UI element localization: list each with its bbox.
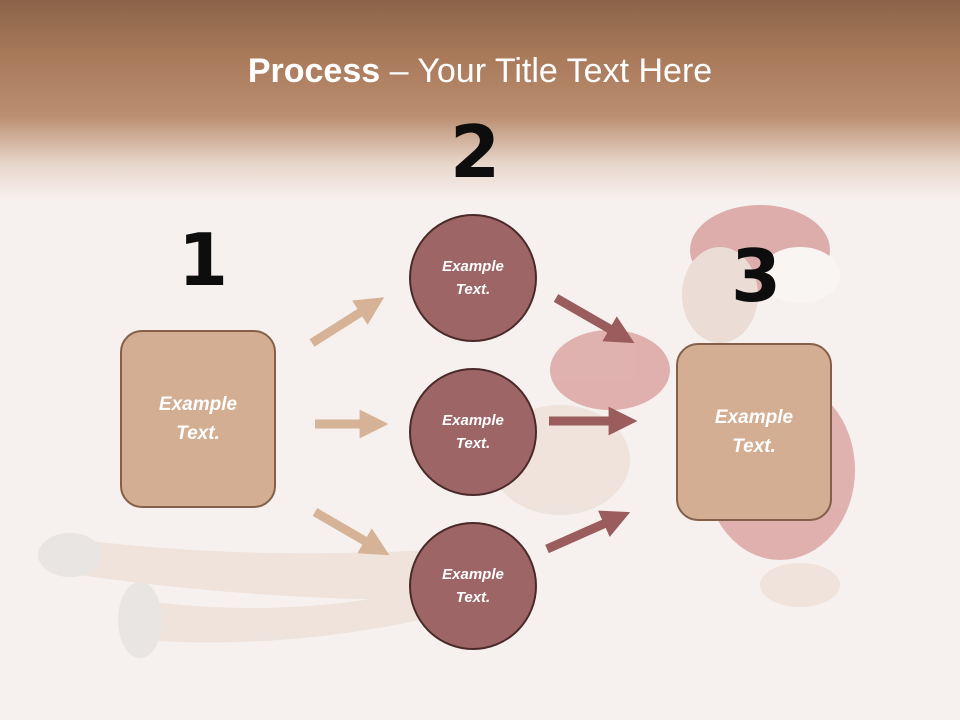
leg-lower-shape (140, 590, 420, 643)
step-number-1: 1 (178, 218, 229, 302)
santa-hat-shape (690, 205, 830, 295)
arrow-from-circle-3 (545, 510, 631, 554)
step-number-2: 2 (450, 110, 501, 194)
circle-text-line2: Text. (455, 281, 491, 298)
title-rest: – Your Title Text Here (380, 52, 713, 90)
header-gradient (0, 0, 960, 200)
leg-upper-shape (80, 540, 430, 600)
arrow-to-circle-3 (312, 508, 390, 556)
circle-text-line1: Example (442, 566, 504, 583)
arrow-from-circle-1 (553, 294, 635, 344)
box-text-line2: Text. (176, 423, 220, 444)
circle-text-line1: Example (442, 258, 504, 275)
box-text-line1: Example (158, 394, 238, 415)
shoe-shape (118, 582, 162, 658)
hat-fur-shape (760, 247, 840, 303)
box-text-line1: Example (714, 407, 794, 428)
face-shape (682, 247, 758, 343)
circle-text-line2: Text. (455, 589, 491, 606)
jacket-shape (550, 330, 670, 410)
arrow-to-circle-1 (309, 297, 385, 347)
step-number-3: 3 (731, 234, 782, 318)
circle-text-line1: Example (442, 412, 504, 429)
slide-title: Process – Your Title Text Here (0, 52, 960, 91)
hand-shape (760, 563, 840, 607)
circle-text-line2: Text. (455, 435, 491, 452)
title-bold: Process (247, 52, 381, 90)
box-text-line2: Text. (732, 436, 776, 457)
shoe-shape (38, 533, 102, 577)
